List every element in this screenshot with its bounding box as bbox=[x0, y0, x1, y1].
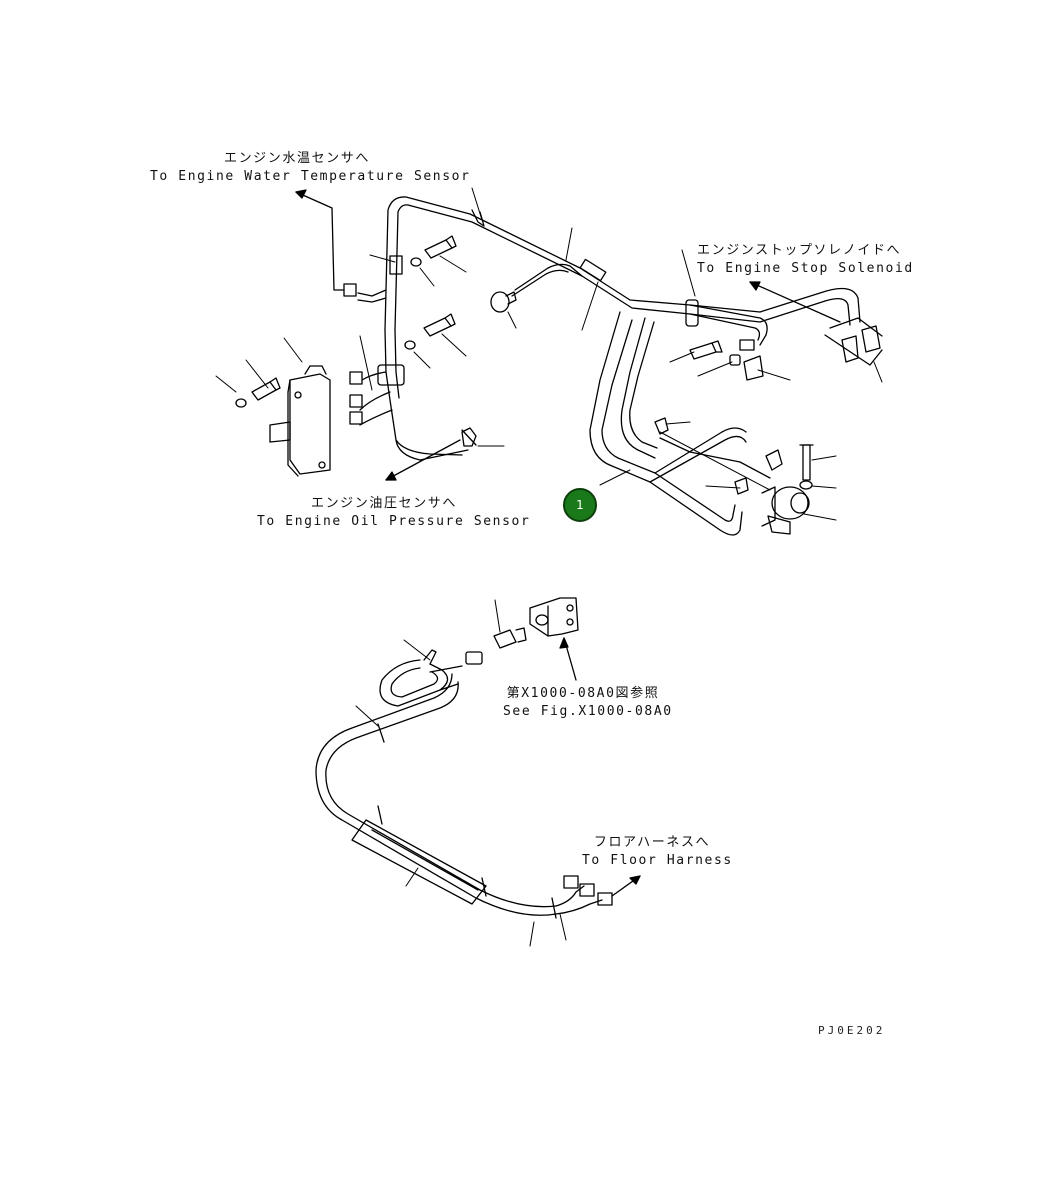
label-water-temp-sensor: エンジン水温センサへ To Engine Water Temperature S… bbox=[150, 150, 471, 186]
leader-lines-lower bbox=[355, 599, 567, 947]
label-oil-pressure-sensor: エンジン油圧センサへ To Engine Oil Pressure Sensor bbox=[257, 495, 531, 531]
bolts-upper bbox=[235, 235, 814, 490]
arrows-lower bbox=[559, 637, 641, 897]
part-callout-number: 1 bbox=[576, 498, 584, 512]
floor-harness-lower bbox=[315, 597, 613, 919]
arrows-upper bbox=[295, 189, 841, 481]
label-stop-solenoid-ja: エンジンストップソレノイドへ bbox=[697, 243, 902, 258]
drawing-code: PJ0E202 bbox=[818, 1024, 886, 1037]
label-stop-solenoid-en: To Engine Stop Solenoid bbox=[697, 261, 914, 276]
label-floor-harness-en: To Floor Harness bbox=[582, 853, 733, 868]
label-oil-pressure-ja: エンジン油圧センサへ bbox=[310, 496, 457, 511]
label-water-temp-ja: エンジン水温センサへ bbox=[223, 151, 370, 166]
label-see-figure: 第X1000-08A0図参照 See Fig.X1000-08A0 bbox=[503, 685, 673, 721]
label-water-temp-en: To Engine Water Temperature Sensor bbox=[150, 169, 471, 184]
label-stop-solenoid: エンジンストップソレノイドへ To Engine Stop Solenoid bbox=[697, 242, 914, 278]
label-see-figure-ja: 第X1000-08A0図参照 bbox=[506, 686, 660, 701]
controller-bracket bbox=[269, 283, 363, 477]
leader-lines-upper bbox=[215, 187, 883, 521]
part-callout-1[interactable]: 1 bbox=[563, 488, 597, 522]
label-oil-pressure-en: To Engine Oil Pressure Sensor bbox=[257, 514, 531, 529]
label-floor-harness-ja: フロアハーネスへ bbox=[593, 835, 711, 850]
label-floor-harness: フロアハーネスへ To Floor Harness bbox=[582, 834, 733, 870]
label-see-figure-en: See Fig.X1000-08A0 bbox=[503, 704, 673, 719]
sensor-parts bbox=[461, 291, 883, 535]
